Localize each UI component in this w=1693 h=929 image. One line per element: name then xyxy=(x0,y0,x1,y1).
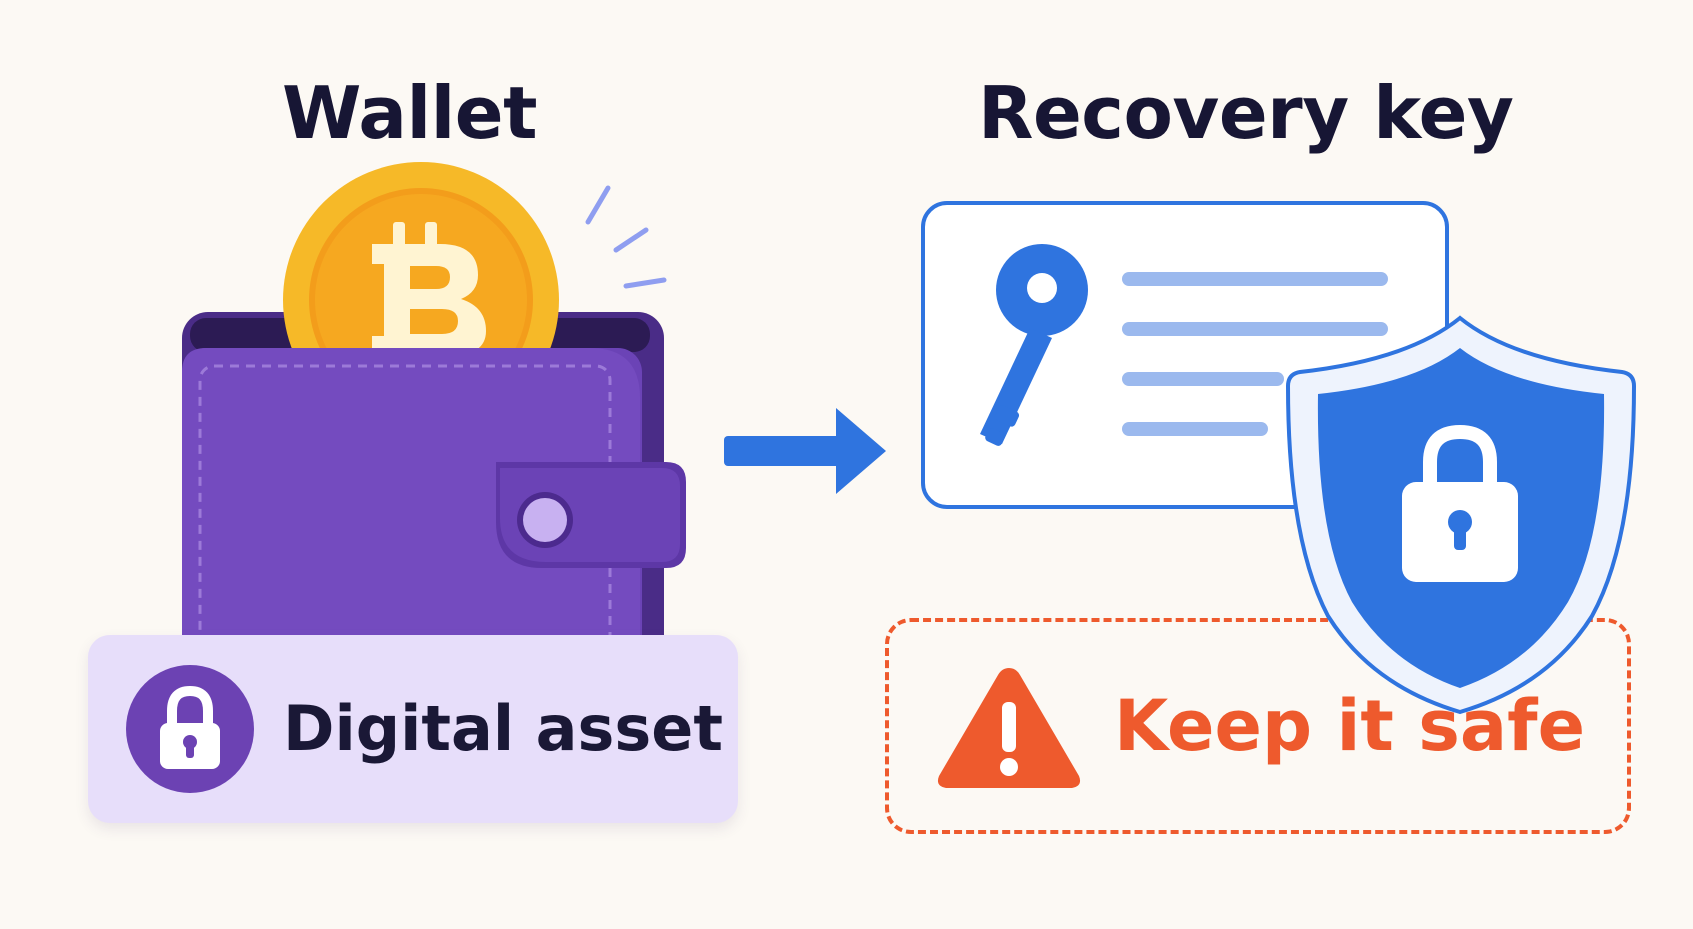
arrow-right-icon xyxy=(724,408,886,494)
digital-asset-text: Digital asset xyxy=(283,692,723,765)
key-icon xyxy=(980,244,1088,446)
recovery-key-heading: Recovery key xyxy=(978,71,1514,155)
keep-it-safe-warning: Keep it safe xyxy=(885,618,1631,834)
wallet-icon xyxy=(182,348,686,670)
warning-triangle-icon xyxy=(937,668,1081,788)
padlock-icon xyxy=(126,665,254,793)
wallet-heading: Wallet xyxy=(282,71,538,155)
keep-it-safe-text: Keep it safe xyxy=(1114,685,1586,767)
recovery-phrase-lines xyxy=(1122,272,1388,436)
sparkle-lines xyxy=(585,185,667,289)
digital-asset-label: Digital asset xyxy=(88,635,738,823)
